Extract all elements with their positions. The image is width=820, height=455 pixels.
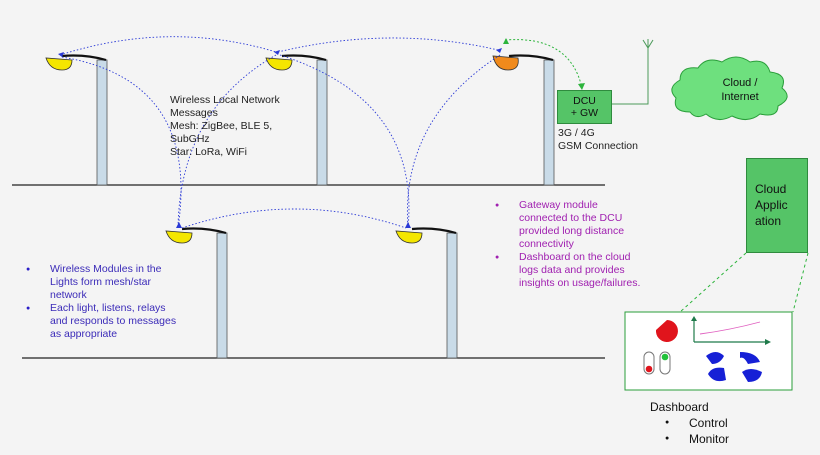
lamp-head-5 [395, 230, 423, 244]
dashboard-link-right [792, 252, 809, 313]
street-light-2 [265, 54, 328, 186]
lamp-head-1 [45, 57, 73, 71]
gauge-icons [706, 352, 762, 382]
street-light-4 [165, 227, 228, 359]
dashboard-item-monitor: Monitor [663, 431, 729, 447]
pie-chart-icon [655, 320, 678, 342]
wireless-network-label: Wireless Local Network Messages Mesh: Zi… [170, 94, 280, 158]
dcu-gateway-box: DCU + GW [557, 90, 612, 124]
dashboard-item-control: Control [663, 415, 729, 431]
left-bullet-2: Each light, listens, relays and responds… [24, 302, 214, 341]
mesh-link-2-5 [279, 54, 410, 229]
cloud-application-box: Cloud Applic ation [746, 158, 808, 253]
left-bullet-list: Wireless Modules in the Lights form mesh… [24, 263, 214, 341]
dashboard-link-left [679, 252, 747, 313]
lamp-head-4 [165, 230, 193, 244]
street-light-1 [45, 54, 108, 186]
mesh-links [59, 36, 501, 229]
gsm-connection-label: 3G / 4G GSM Connection [558, 127, 638, 152]
dashboard-list: Control Monitor [663, 415, 729, 447]
gateway-link [504, 39, 583, 89]
mesh-link-3-5 [406, 54, 501, 229]
mesh-link-2-4 [177, 54, 277, 229]
right-bullet-list: Gateway module connected to the DCU prov… [493, 199, 693, 290]
cloud-internet-label: Cloud / Internet [721, 77, 759, 103]
street-light-5 [395, 227, 458, 359]
street-light-3-gateway [492, 54, 555, 186]
mesh-link-2-3 [277, 37, 499, 53]
mesh-link-1-4 [61, 56, 182, 229]
mesh-link-4-5 [181, 208, 407, 229]
lamp-head-2 [265, 57, 293, 71]
dashboard-panel [624, 311, 793, 391]
mesh-link-1-2 [59, 36, 277, 56]
right-bullet-1: Gateway module connected to the DCU prov… [493, 199, 693, 251]
toggle-switch-icons [643, 351, 671, 375]
cloud-shape [671, 56, 788, 120]
dashboard-title: Dashboard [650, 400, 709, 414]
left-bullet-1: Wireless Modules in the Lights form mesh… [24, 263, 214, 302]
right-bullet-2: Dashboard on the cloud logs data and pro… [493, 251, 693, 290]
antenna [610, 39, 654, 105]
line-chart-icon [691, 316, 771, 345]
lamp-head-3 [492, 55, 519, 71]
mesh-arrowheads [58, 48, 502, 228]
